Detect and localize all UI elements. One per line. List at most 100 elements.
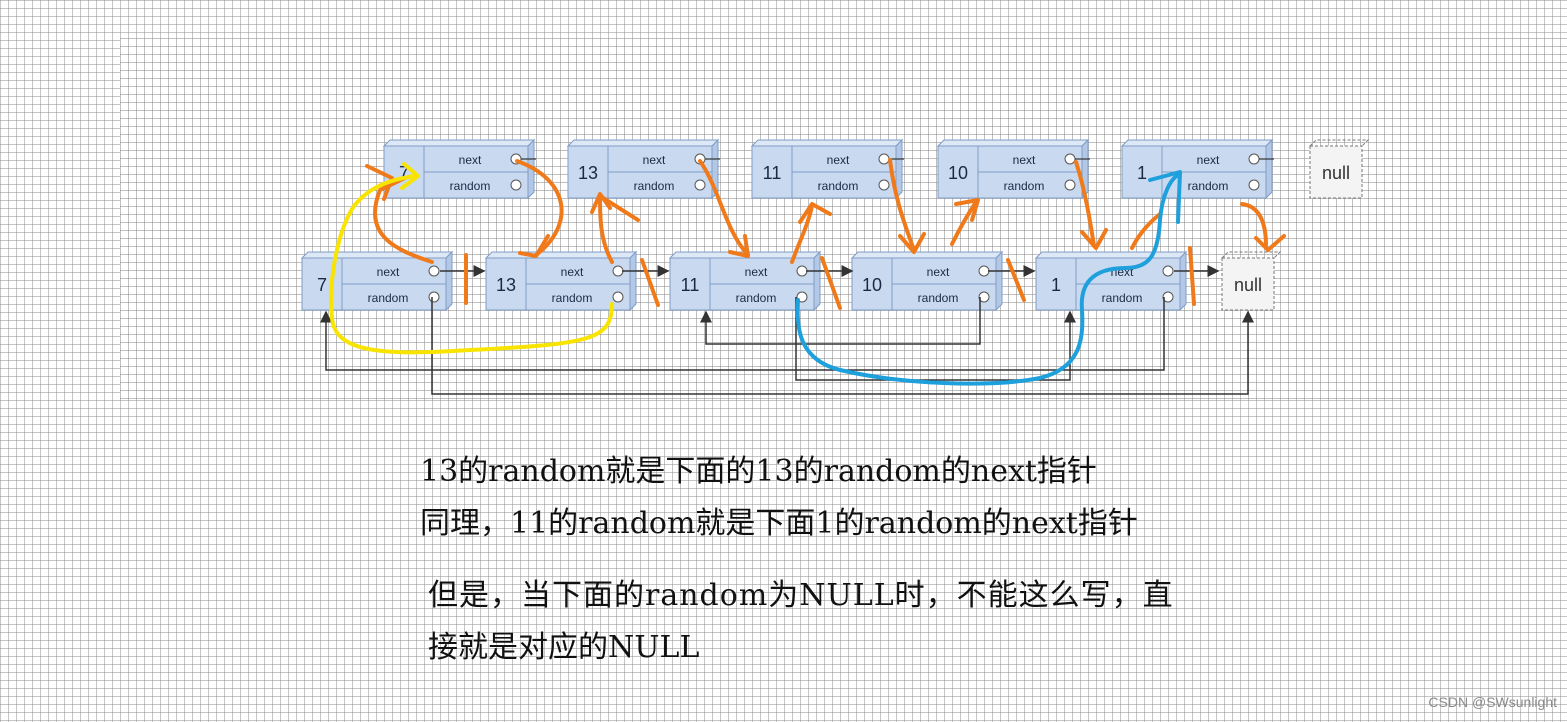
bottom-node-7: 7 next random	[300, 250, 454, 312]
blue-arrow-path	[795, 172, 1182, 386]
orange-arrow-13b	[598, 194, 614, 264]
random-pointer-dot	[878, 179, 890, 191]
orange-head-null	[1254, 234, 1286, 252]
watermark: CSDN @SWsunlight	[1428, 694, 1557, 710]
yellow-arrow-head	[400, 162, 420, 190]
next-pointer-dot	[796, 265, 808, 277]
node-value: 10	[948, 163, 968, 183]
node-value: 10	[862, 275, 882, 295]
random-pointer-dot	[978, 291, 990, 303]
cut-mark-2	[640, 258, 660, 307]
random-pointer-dot	[1248, 179, 1260, 191]
next-field-label: next	[459, 153, 482, 167]
diagram-canvas	[120, 38, 1567, 400]
next-pointer-dot	[1064, 153, 1076, 165]
node-value: 13	[578, 163, 598, 183]
random-field-label: random	[368, 291, 409, 305]
next-pointer-dot	[1248, 153, 1260, 165]
random-line-10	[700, 297, 981, 345]
bottom-node-13: 13 next random	[484, 250, 638, 312]
orange-arrow-1	[1074, 160, 1096, 248]
random-line-11	[795, 297, 1076, 381]
cut-mark-3	[820, 256, 842, 310]
node-value: 7	[317, 275, 327, 295]
node-value: 7	[399, 163, 409, 183]
yellow-annotation	[329, 162, 614, 355]
next-pointer-dot	[428, 265, 440, 277]
next-field-label: next	[377, 265, 400, 279]
top-node-13: 13 next random	[566, 138, 720, 200]
orange-arrow-10	[888, 158, 916, 252]
random-field-label: random	[1188, 179, 1229, 193]
top-node-7: 7 next random	[382, 138, 536, 200]
random-field-label: random	[634, 179, 675, 193]
node-value: 13	[496, 275, 516, 295]
bottom-node-10: 10 next random	[850, 250, 1004, 312]
orange-arrow-11b	[790, 204, 814, 264]
random-field-label: random	[918, 291, 959, 305]
top-node-1: 1 next random	[1120, 138, 1274, 200]
orange-arrow-1b	[1130, 212, 1162, 250]
random-pointer-dot	[1064, 179, 1076, 191]
random-pointer-dot	[428, 291, 440, 303]
top-null-box: null	[1309, 139, 1370, 199]
orange-arrow-13c	[598, 194, 640, 222]
blue-arrow-head	[1148, 170, 1182, 224]
top-row-nodes: 7 next random 13 next random 11 next random 10 nex…	[382, 138, 1370, 200]
next-field-label: next	[561, 265, 584, 279]
yellow-arrow-path	[329, 174, 614, 355]
next-pointer-dot	[612, 265, 624, 277]
orange-head-10b	[954, 198, 980, 222]
node-value: 11	[763, 163, 782, 183]
orange-head-11b	[798, 202, 832, 224]
orange-arrow-10b	[950, 200, 978, 246]
orange-head-7	[365, 164, 394, 201]
random-pointer-dot	[694, 179, 706, 191]
orange-head-11	[728, 234, 750, 258]
top-node-10: 10 next random	[936, 138, 1090, 200]
null-label: null	[1234, 275, 1262, 295]
random-field-label: random	[818, 179, 859, 193]
orange-arrow-7	[373, 176, 434, 264]
top-node-11: 11 next random	[750, 138, 904, 200]
random-pointer-dot	[1162, 291, 1174, 303]
next-field-label: next	[1197, 153, 1220, 167]
next-pointer-dot	[878, 153, 890, 165]
random-line-7	[431, 297, 1254, 395]
orange-head-10	[898, 232, 926, 254]
random-field-label: random	[450, 179, 491, 193]
orange-annotations	[365, 158, 1286, 310]
cut-mark-4	[1006, 258, 1026, 302]
null-label: null	[1322, 163, 1350, 183]
next-field-label: next	[745, 265, 768, 279]
note-line-2: 同理，11的random就是下面1的random的next指针	[420, 506, 1138, 541]
note-line-4: 接就是对应的NULL	[428, 630, 700, 665]
bottom-null-box: null	[1221, 251, 1282, 311]
next-pointer-dot	[1162, 265, 1174, 277]
next-pointer-dot	[978, 265, 990, 277]
random-field-label: random	[1004, 179, 1045, 193]
note-line-1: 13的random就是下面的13的random的next指针	[420, 454, 1097, 489]
random-field-label: random	[1102, 291, 1143, 305]
random-field-label: random	[552, 291, 593, 305]
cut-mark-5	[1188, 246, 1196, 306]
blue-annotation	[795, 170, 1182, 386]
random-pointer-dot	[510, 179, 522, 191]
node-value: 1	[1137, 163, 1147, 183]
orange-head-13	[518, 234, 550, 258]
random-line-1	[320, 297, 1165, 371]
next-field-label: next	[927, 265, 950, 279]
orange-arrow-null	[1240, 202, 1268, 248]
node-value: 11	[681, 275, 700, 295]
next-field-label: next	[643, 153, 666, 167]
note-line-3: 但是，当下面的random为NULL时，不能这么写，直	[428, 578, 1174, 613]
orange-arrow-11	[698, 159, 750, 257]
next-field-label: next	[1013, 153, 1036, 167]
random-pointer-dot	[612, 291, 624, 303]
node-value: 1	[1051, 275, 1061, 295]
next-field-label: next	[827, 153, 850, 167]
orange-arrow-13	[515, 159, 564, 257]
random-field-label: random	[736, 291, 777, 305]
